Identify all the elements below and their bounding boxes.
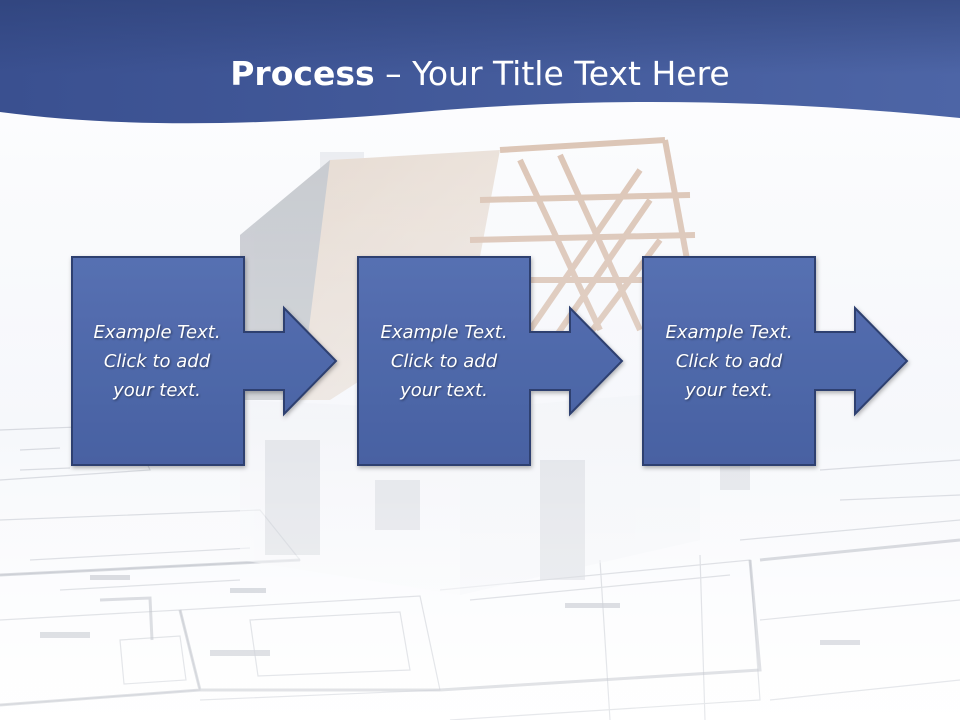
page-title: Process – Your Title Text Here	[0, 52, 960, 96]
step-1-arrow-shape[interactable]	[71, 256, 338, 466]
step-2-arrow-shape[interactable]	[357, 256, 624, 466]
step-3-arrow-shape[interactable]	[642, 256, 909, 466]
title-bold-part: Process	[230, 54, 375, 93]
header-banner	[0, 0, 960, 124]
title-rest-part: – Your Title Text Here	[374, 54, 730, 93]
